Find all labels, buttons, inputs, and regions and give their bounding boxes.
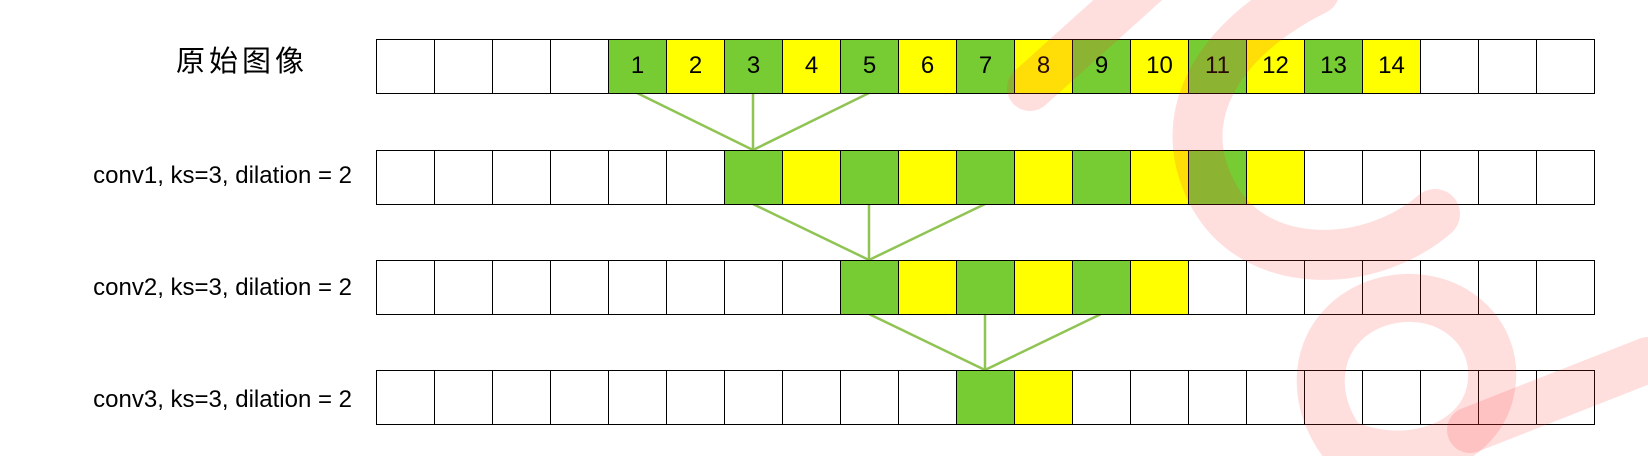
conv1-empty-cell-19 [1478, 150, 1537, 205]
original-image-empty-cell-19 [1478, 39, 1537, 94]
conv2-cell-9 [898, 260, 957, 315]
original-image-cell-15: 12 [1246, 39, 1305, 94]
conv1-cell-7 [782, 150, 841, 205]
original-image-cell-5: 2 [666, 39, 725, 94]
conv2-empty-cell-7 [782, 260, 841, 315]
original-image-empty-cell-2 [492, 39, 551, 94]
conv1-cell-13 [1130, 150, 1189, 205]
original-image-empty-cell-1 [434, 39, 493, 94]
conv2-empty-cell-5 [666, 260, 725, 315]
conv3-empty-cell-4 [608, 370, 667, 425]
conv2-empty-cell-16 [1304, 260, 1363, 315]
original-image-empty-cell-3 [550, 39, 609, 94]
connection-line-2-0 [868, 312, 986, 372]
conv3-empty-cell-3 [550, 370, 609, 425]
original-image-cell-11: 8 [1014, 39, 1073, 94]
conv2-empty-cell-4 [608, 260, 667, 315]
conv1-cell-11 [1014, 150, 1073, 205]
conv2-empty-cell-17 [1362, 260, 1421, 315]
conv2-empty-cell-0 [376, 260, 435, 315]
conv3-empty-cell-20 [1536, 370, 1595, 425]
row-label-original-image: 原始图像 [176, 44, 309, 78]
original-image-empty-cell-0 [376, 39, 435, 94]
conv3-empty-cell-17 [1362, 370, 1421, 425]
conv2-empty-cell-1 [434, 260, 493, 315]
original-image-empty-cell-20 [1536, 39, 1595, 94]
conv3-empty-cell-2 [492, 370, 551, 425]
original-image-cell-8: 5 [840, 39, 899, 94]
conv3-empty-cell-0 [376, 370, 435, 425]
original-image-cell-7: 4 [782, 39, 841, 94]
conv3-cell-11 [1014, 370, 1073, 425]
conv2-cell-13 [1130, 260, 1189, 315]
conv1-empty-cell-2 [492, 150, 551, 205]
row-label-conv3: conv3, ks=3, dilation = 2 [93, 386, 352, 413]
conv2-empty-cell-6 [724, 260, 783, 315]
conv3-empty-cell-6 [724, 370, 783, 425]
conv3-empty-cell-7 [782, 370, 841, 425]
original-image-cell-13: 10 [1130, 39, 1189, 94]
conv3-empty-cell-13 [1130, 370, 1189, 425]
conv2-cell-10 [956, 260, 1015, 315]
conv1-cell-15 [1246, 150, 1305, 205]
conv3-empty-cell-8 [840, 370, 899, 425]
conv3-empty-cell-18 [1420, 370, 1479, 425]
conv1-empty-cell-1 [434, 150, 493, 205]
conv3-empty-cell-16 [1304, 370, 1363, 425]
conv1-empty-cell-20 [1536, 150, 1595, 205]
original-image-empty-cell-18 [1420, 39, 1479, 94]
conv3-empty-cell-19 [1478, 370, 1537, 425]
connection-line-0-2 [752, 91, 870, 152]
conv1-empty-cell-0 [376, 150, 435, 205]
original-image-cell-17: 14 [1362, 39, 1421, 94]
connection-line-1-0 [752, 202, 870, 262]
conv2-cell-11 [1014, 260, 1073, 315]
conv3-cell-10 [956, 370, 1015, 425]
connection-line-2-2 [984, 312, 1102, 372]
original-image-cell-10: 7 [956, 39, 1015, 94]
conv2-empty-cell-20 [1536, 260, 1595, 315]
original-image-cell-9: 6 [898, 39, 957, 94]
conv2-empty-cell-14 [1188, 260, 1247, 315]
conv1-cell-6 [724, 150, 783, 205]
conv2-empty-cell-19 [1478, 260, 1537, 315]
conv1-empty-cell-4 [608, 150, 667, 205]
original-image-cell-14: 11 [1188, 39, 1247, 94]
original-image-cell-4: 1 [608, 39, 667, 94]
conv1-empty-cell-18 [1420, 150, 1479, 205]
conv1-empty-cell-5 [666, 150, 725, 205]
connection-line-0-0 [636, 91, 754, 152]
conv1-cell-14 [1188, 150, 1247, 205]
conv3-empty-cell-5 [666, 370, 725, 425]
conv3-empty-cell-14 [1188, 370, 1247, 425]
conv3-empty-cell-15 [1246, 370, 1305, 425]
conv2-empty-cell-2 [492, 260, 551, 315]
original-image-cell-16: 13 [1304, 39, 1363, 94]
original-image-cell-6: 3 [724, 39, 783, 94]
conv2-empty-cell-3 [550, 260, 609, 315]
conv1-cell-10 [956, 150, 1015, 205]
conv3-empty-cell-12 [1072, 370, 1131, 425]
conv1-empty-cell-17 [1362, 150, 1421, 205]
original-image-cell-12: 9 [1072, 39, 1131, 94]
conv1-cell-9 [898, 150, 957, 205]
row-label-conv1: conv1, ks=3, dilation = 2 [93, 162, 352, 189]
conv3-empty-cell-9 [898, 370, 957, 425]
conv1-empty-cell-16 [1304, 150, 1363, 205]
conv1-cell-8 [840, 150, 899, 205]
conv2-empty-cell-18 [1420, 260, 1479, 315]
conv3-empty-cell-1 [434, 370, 493, 425]
conv2-cell-8 [840, 260, 899, 315]
conv1-empty-cell-3 [550, 150, 609, 205]
conv1-cell-12 [1072, 150, 1131, 205]
row-label-conv2: conv2, ks=3, dilation = 2 [93, 274, 352, 301]
conv2-empty-cell-15 [1246, 260, 1305, 315]
connection-line-1-2 [868, 202, 986, 262]
conv2-cell-12 [1072, 260, 1131, 315]
